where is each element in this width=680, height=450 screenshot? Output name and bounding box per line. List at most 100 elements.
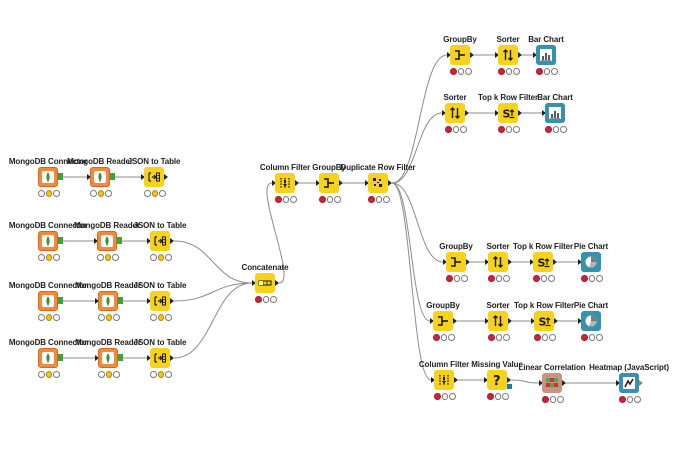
- input-port[interactable]: [94, 238, 98, 244]
- input-port[interactable]: [539, 380, 543, 386]
- input-port[interactable]: [316, 180, 320, 186]
- output-port[interactable]: [118, 354, 123, 361]
- output-port[interactable]: [553, 259, 557, 265]
- output-port[interactable]: [454, 377, 458, 383]
- connection-mv-lc[interactable]: [510, 379, 540, 384]
- output-port[interactable]: [470, 52, 474, 58]
- input-port[interactable]: [578, 259, 582, 265]
- mongo-connector-icon[interactable]: [38, 348, 58, 368]
- input-port[interactable]: [530, 259, 534, 265]
- connection-drf-so2[interactable]: [391, 112, 443, 184]
- mongo-reader-icon[interactable]: [98, 348, 118, 368]
- input-port[interactable]: [442, 110, 446, 116]
- output-port[interactable]: [339, 180, 343, 186]
- output-port[interactable]: [453, 318, 457, 324]
- output-port[interactable]: [58, 173, 63, 180]
- pie-chart-icon[interactable]: [581, 311, 601, 331]
- model-output-port[interactable]: [507, 384, 512, 389]
- connection-drf-gb4[interactable]: [391, 182, 431, 322]
- connection-jt2-cat[interactable]: [173, 240, 253, 284]
- input-port[interactable]: [447, 52, 451, 58]
- input-port[interactable]: [430, 318, 434, 324]
- input-port[interactable]: [147, 238, 151, 244]
- connection-drf-cf2[interactable]: [391, 182, 432, 381]
- output-port[interactable]: [58, 354, 63, 361]
- sorter-icon[interactable]: [445, 103, 465, 123]
- groupby-icon[interactable]: [450, 45, 470, 65]
- output-port[interactable]: [465, 110, 469, 116]
- output-port[interactable]: [118, 297, 123, 304]
- input-port[interactable]: [578, 318, 582, 324]
- sorter-icon[interactable]: [488, 311, 508, 331]
- output-port[interactable]: [507, 377, 511, 383]
- output-port[interactable]: [508, 318, 512, 324]
- output-port[interactable]: [170, 238, 174, 244]
- output-port[interactable]: [164, 174, 168, 180]
- input-port[interactable]: [495, 52, 499, 58]
- mongo-reader-icon[interactable]: [98, 291, 118, 311]
- view-output-port[interactable]: [639, 380, 643, 386]
- topk-icon[interactable]: S: [498, 103, 518, 123]
- input-port[interactable]: [147, 355, 151, 361]
- input-port[interactable]: [484, 377, 488, 383]
- mongo-connector-icon[interactable]: [38, 167, 58, 187]
- mongo-reader-icon[interactable]: [97, 231, 117, 251]
- bar-chart-icon[interactable]: [536, 45, 556, 65]
- output-port[interactable]: [170, 355, 174, 361]
- output-port[interactable]: [562, 380, 566, 386]
- groupby-icon[interactable]: [319, 173, 339, 193]
- column-filter-icon[interactable]: [275, 173, 295, 193]
- input-port[interactable]: [147, 298, 151, 304]
- output-port[interactable]: [518, 110, 522, 116]
- output-port[interactable]: [388, 180, 392, 186]
- linear-correlation-icon[interactable]: [542, 373, 562, 393]
- bar-chart-icon[interactable]: [545, 103, 565, 123]
- input-port[interactable]: [87, 174, 91, 180]
- mongo-reader-icon[interactable]: [90, 167, 110, 187]
- input-port[interactable]: [542, 110, 546, 116]
- input-port[interactable]: [485, 318, 489, 324]
- input-port[interactable]: [365, 180, 369, 186]
- json-to-table-icon[interactable]: [150, 291, 170, 311]
- input-port[interactable]: [141, 174, 145, 180]
- input-port[interactable]: [252, 280, 256, 286]
- groupby-icon[interactable]: [433, 311, 453, 331]
- json-to-table-icon[interactable]: [144, 167, 164, 187]
- mongo-connector-icon[interactable]: [38, 291, 58, 311]
- sorter-icon[interactable]: [488, 252, 508, 272]
- output-port[interactable]: [117, 237, 122, 244]
- topk-icon[interactable]: S: [533, 252, 553, 272]
- output-port[interactable]: [508, 259, 512, 265]
- json-to-table-icon[interactable]: [150, 231, 170, 251]
- input-port[interactable]: [616, 380, 620, 386]
- topk-icon[interactable]: S: [534, 311, 554, 331]
- input-port[interactable]: [531, 318, 535, 324]
- connection-jt3-cat[interactable]: [173, 282, 253, 302]
- input-port[interactable]: [495, 110, 499, 116]
- connection-drf-gb3[interactable]: [391, 182, 444, 263]
- json-to-table-icon[interactable]: [150, 348, 170, 368]
- output-port[interactable]: [275, 280, 279, 286]
- output-port[interactable]: [466, 259, 470, 265]
- input-port[interactable]: [95, 298, 99, 304]
- output-port[interactable]: [518, 52, 522, 58]
- groupby-icon[interactable]: [446, 252, 466, 272]
- input-port[interactable]: [443, 259, 447, 265]
- output-port[interactable]: [58, 297, 63, 304]
- output-port[interactable]: [554, 318, 558, 324]
- concatenate-icon[interactable]: [255, 273, 275, 293]
- input-port[interactable]: [272, 180, 276, 186]
- column-filter-icon[interactable]: [434, 370, 454, 390]
- output-port[interactable]: [295, 180, 299, 186]
- input-port[interactable]: [485, 259, 489, 265]
- input-port[interactable]: [431, 377, 435, 383]
- missing-value-icon[interactable]: ?: [487, 370, 507, 390]
- input-port[interactable]: [533, 52, 537, 58]
- connection-cat-cf1[interactable]: [266, 182, 285, 284]
- heatmap-icon[interactable]: [619, 373, 639, 393]
- duplicate-row-filter-icon[interactable]: [368, 173, 388, 193]
- mongo-connector-icon[interactable]: [38, 231, 58, 251]
- output-port[interactable]: [110, 173, 115, 180]
- output-port[interactable]: [58, 237, 63, 244]
